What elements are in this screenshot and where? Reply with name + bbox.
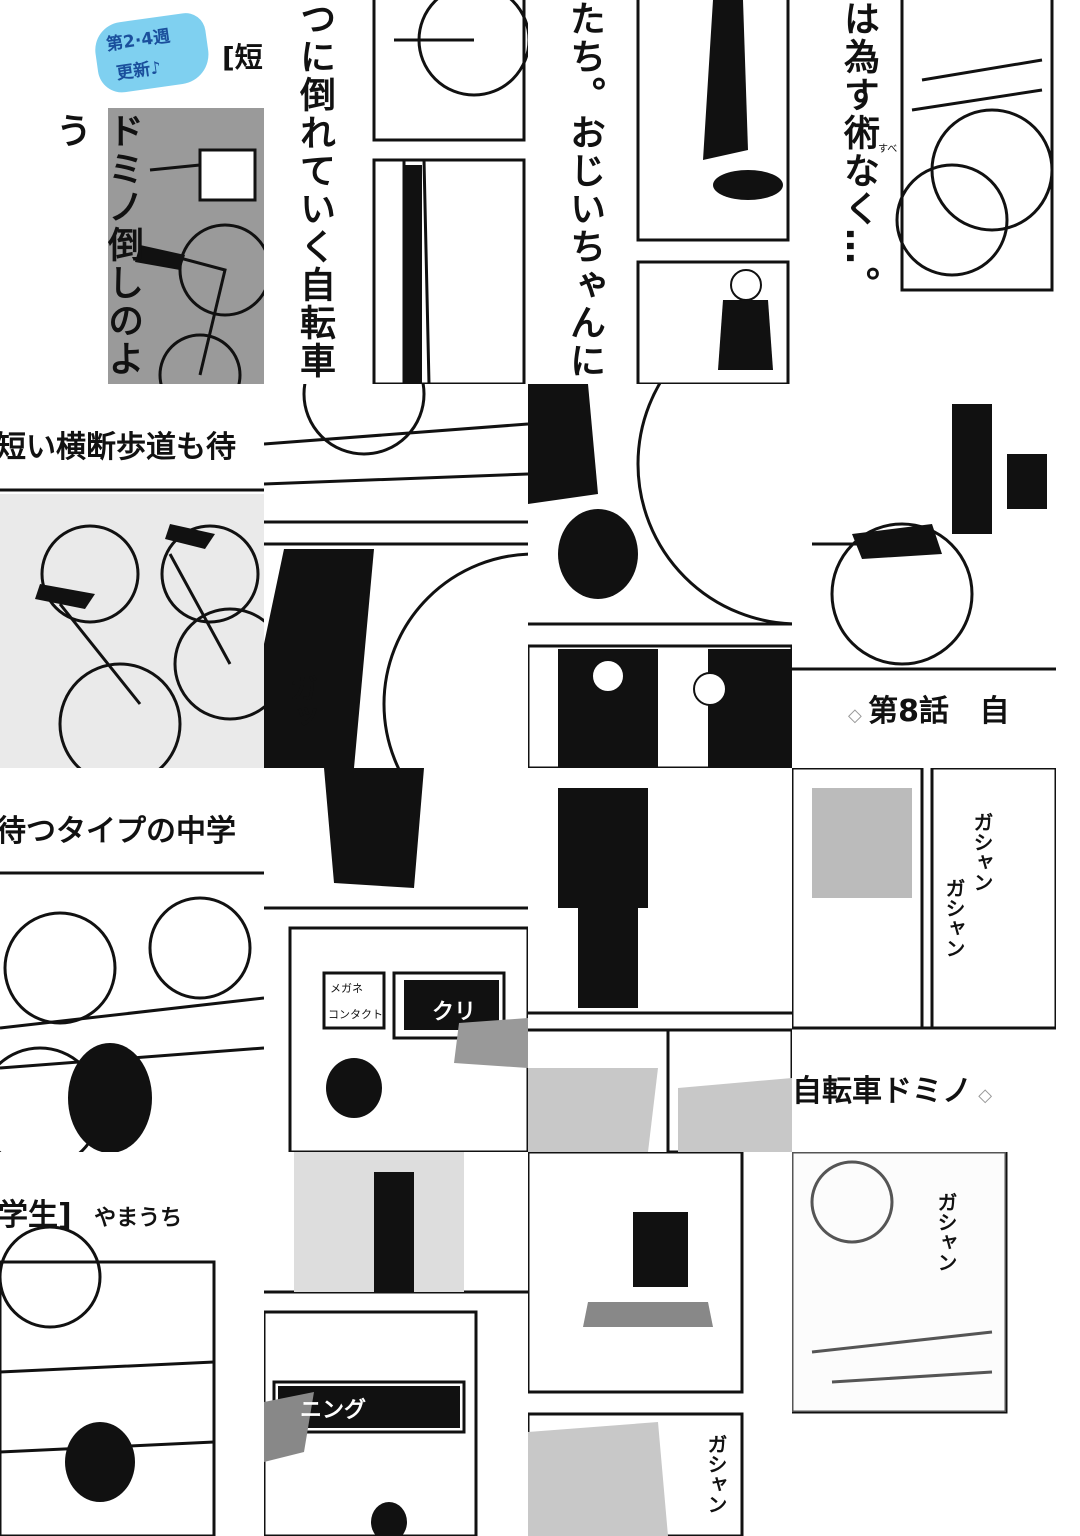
sfx-ga: ガッ [286,674,319,730]
sfx-gashan-1: ガシャン [970,812,994,892]
narration-col1: ドミノ倒しのよう [50,112,143,378]
tile-r4c2: ニング [264,1152,528,1536]
series-title-start: [短 [222,41,263,74]
series-title-end-text: 学生] [0,1198,72,1233]
badge-line1: 第2·4週 [105,26,172,56]
author-name: やまうち [94,1206,183,1231]
tile-r1c3: たち。おじいちゃんに [528,0,792,384]
tile-r2c4: ◇ 第8話 自 [792,384,1056,768]
tile-r4c3: ガシャン [528,1152,792,1536]
tile-r2c2: ガッ [264,384,528,768]
ruby-sube: すべ [878,144,898,155]
narration-col2: つに倒れていく自転車 [294,0,335,380]
tile-r1c2: つに倒れていく自転車 [264,0,528,384]
narration-col4: は為す術なく…。 [838,0,879,304]
badge-line2: 更新♪ [115,57,163,85]
tile-r2c1: 短い横断歩道も待 [0,384,264,768]
episode-label: ◇ 第8話 自 [848,694,1010,729]
sfx-gashan-2: ガシャン [942,878,966,958]
narration-col3: たち。おじいちゃんに [564,0,605,380]
sign-contact: コンタクト [328,1008,383,1021]
sign-shop1: クリ [432,1000,477,1025]
tile-r4c1: 学生] やまうち [0,1152,264,1536]
episode-title-text: 自転車ドミノ [792,1074,972,1109]
series-title-end: 学生] やまうち [0,1190,182,1234]
tile-r3c3 [528,768,792,1152]
series-title-mid2: 待つタイプの中学 [0,814,236,849]
sfx-gashan-4: ガシャン [934,1192,958,1272]
series-title-mid: 短い横断歩道も待 [0,430,236,465]
tile-r1c4: は為す術なく…。 すべ [792,0,1056,384]
tile-r3c4: ガシャン ガシャン 自転車ドミノ ◇ [792,768,1056,1152]
tile-r2c3 [528,384,792,768]
episode-number: 第8話 [868,694,949,729]
tile-r3c1: 待つタイプの中学 [0,768,264,1152]
episode-title: 自転車ドミノ ◇ [792,1074,993,1109]
sign-megane: メガネ [330,982,363,995]
tile-r3c2: メガネ コンタクト クリ [264,768,528,1152]
episode-title-head: 自 [979,694,1010,729]
sign-shop2: ニング [300,1398,367,1423]
tile-r4c4: ガシャン [792,1152,1056,1536]
sfx-gashan-3: ガシャン [704,1434,728,1514]
tile-r1c1: 第2·4週 更新♪ [短 ドミノ倒しのよう [0,0,264,384]
